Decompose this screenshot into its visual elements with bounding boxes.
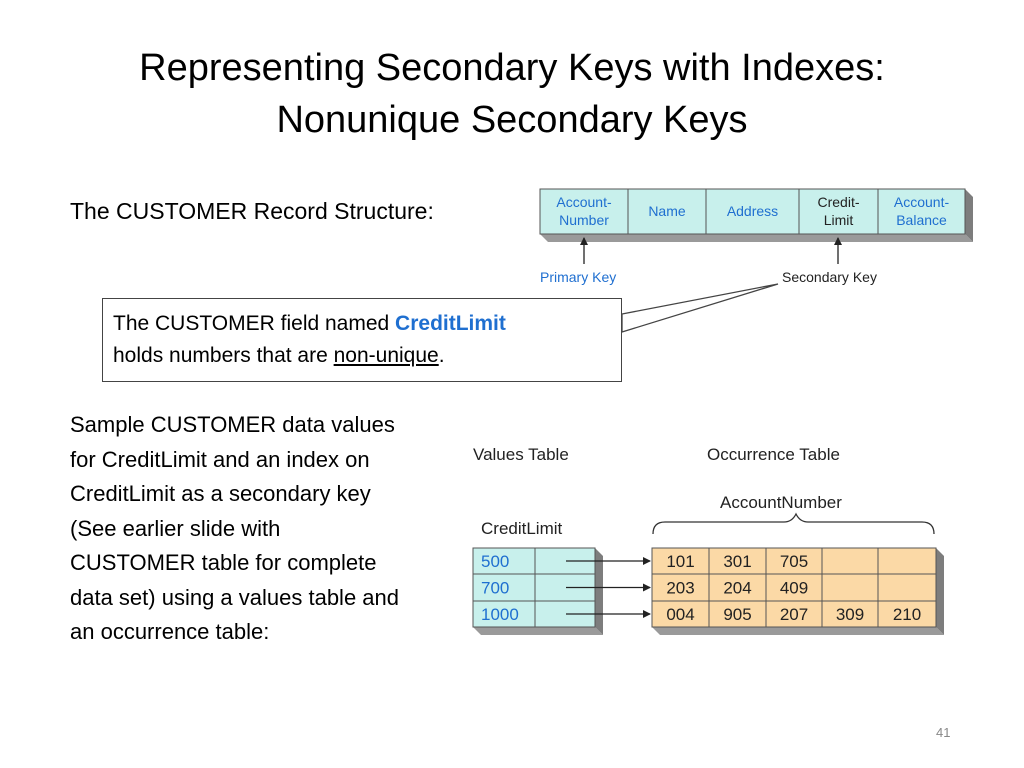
callout-text-before: The CUSTOMER field named [113,312,396,335]
credit-limit-label: CreditLimit [481,519,563,538]
account-number-cell: 705 [780,552,808,571]
account-number-label: AccountNumber [720,493,842,512]
page-number: 41 [936,725,951,740]
account-number-cell: 301 [723,552,751,571]
record-side-face [965,189,973,242]
customer-record-structure: Account- Number Name Address Credit- Limit Acc… [539,188,973,242]
title-line-2: Nonunique Secondary Keys [276,99,748,141]
values-table-side-face [595,548,603,635]
callout-underlined: non-unique [333,344,439,367]
record-structure-label: The CUSTOMER Record Structure: [70,198,434,224]
account-number-cell: 210 [893,605,921,624]
account-number-cell: 101 [666,552,694,571]
occurrence-table-bottom-face [652,627,944,635]
secondary-key-label: Secondary Key [782,269,877,285]
values-table-caption: Values Table [473,445,569,464]
credit-limit-value: 1000 [481,605,519,624]
account-number-cell: 905 [723,605,751,624]
record-field-label: Account- [894,194,950,210]
occurrence-table-side-face [936,548,944,635]
credit-limit-callout: The CUSTOMER field named CreditLimit hol… [102,298,622,382]
title-line-1: Representing Secondary Keys with Indexes… [139,47,885,89]
callout-pointer [621,283,779,333]
account-number-cell: 409 [780,579,808,598]
occurrence-table-face [651,547,937,628]
record-bottom-face [540,234,973,242]
credit-limit-value: 700 [481,579,509,598]
record-field-label: Credit- [817,194,859,210]
account-number-cell: 207 [780,605,808,624]
account-number-brace [652,512,935,535]
account-number-cell: 004 [666,605,694,624]
record-field-label: Balance [896,212,947,228]
record-field-label: Number [559,212,609,228]
occurrence-table: 101 301 705 203 204 409 004 905 207 309 210 [651,547,944,635]
callout-text-after: . [438,344,445,367]
callout-highlight: CreditLimit [395,312,506,335]
record-field-label: Address [727,203,778,219]
record-field-label: Limit [824,212,854,228]
slide-title: Representing Secondary Keys with Indexes… [0,42,1024,146]
callout-text-middle: holds numbers that are [113,344,334,367]
account-number-cell: 309 [836,605,864,624]
primary-key-label: Primary Key [540,269,616,285]
credit-limit-value: 500 [481,552,509,571]
account-number-cell: 204 [723,579,751,598]
account-number-cell: 203 [666,579,694,598]
occurrence-table-caption: Occurrence Table [707,445,840,464]
record-field-label: Name [648,203,686,219]
record-field-label: Account- [556,194,612,210]
values-table-bottom-face [473,627,603,635]
record-front-face [539,188,966,235]
sample-description: Sample CUSTOMER data values for CreditLi… [70,412,400,644]
